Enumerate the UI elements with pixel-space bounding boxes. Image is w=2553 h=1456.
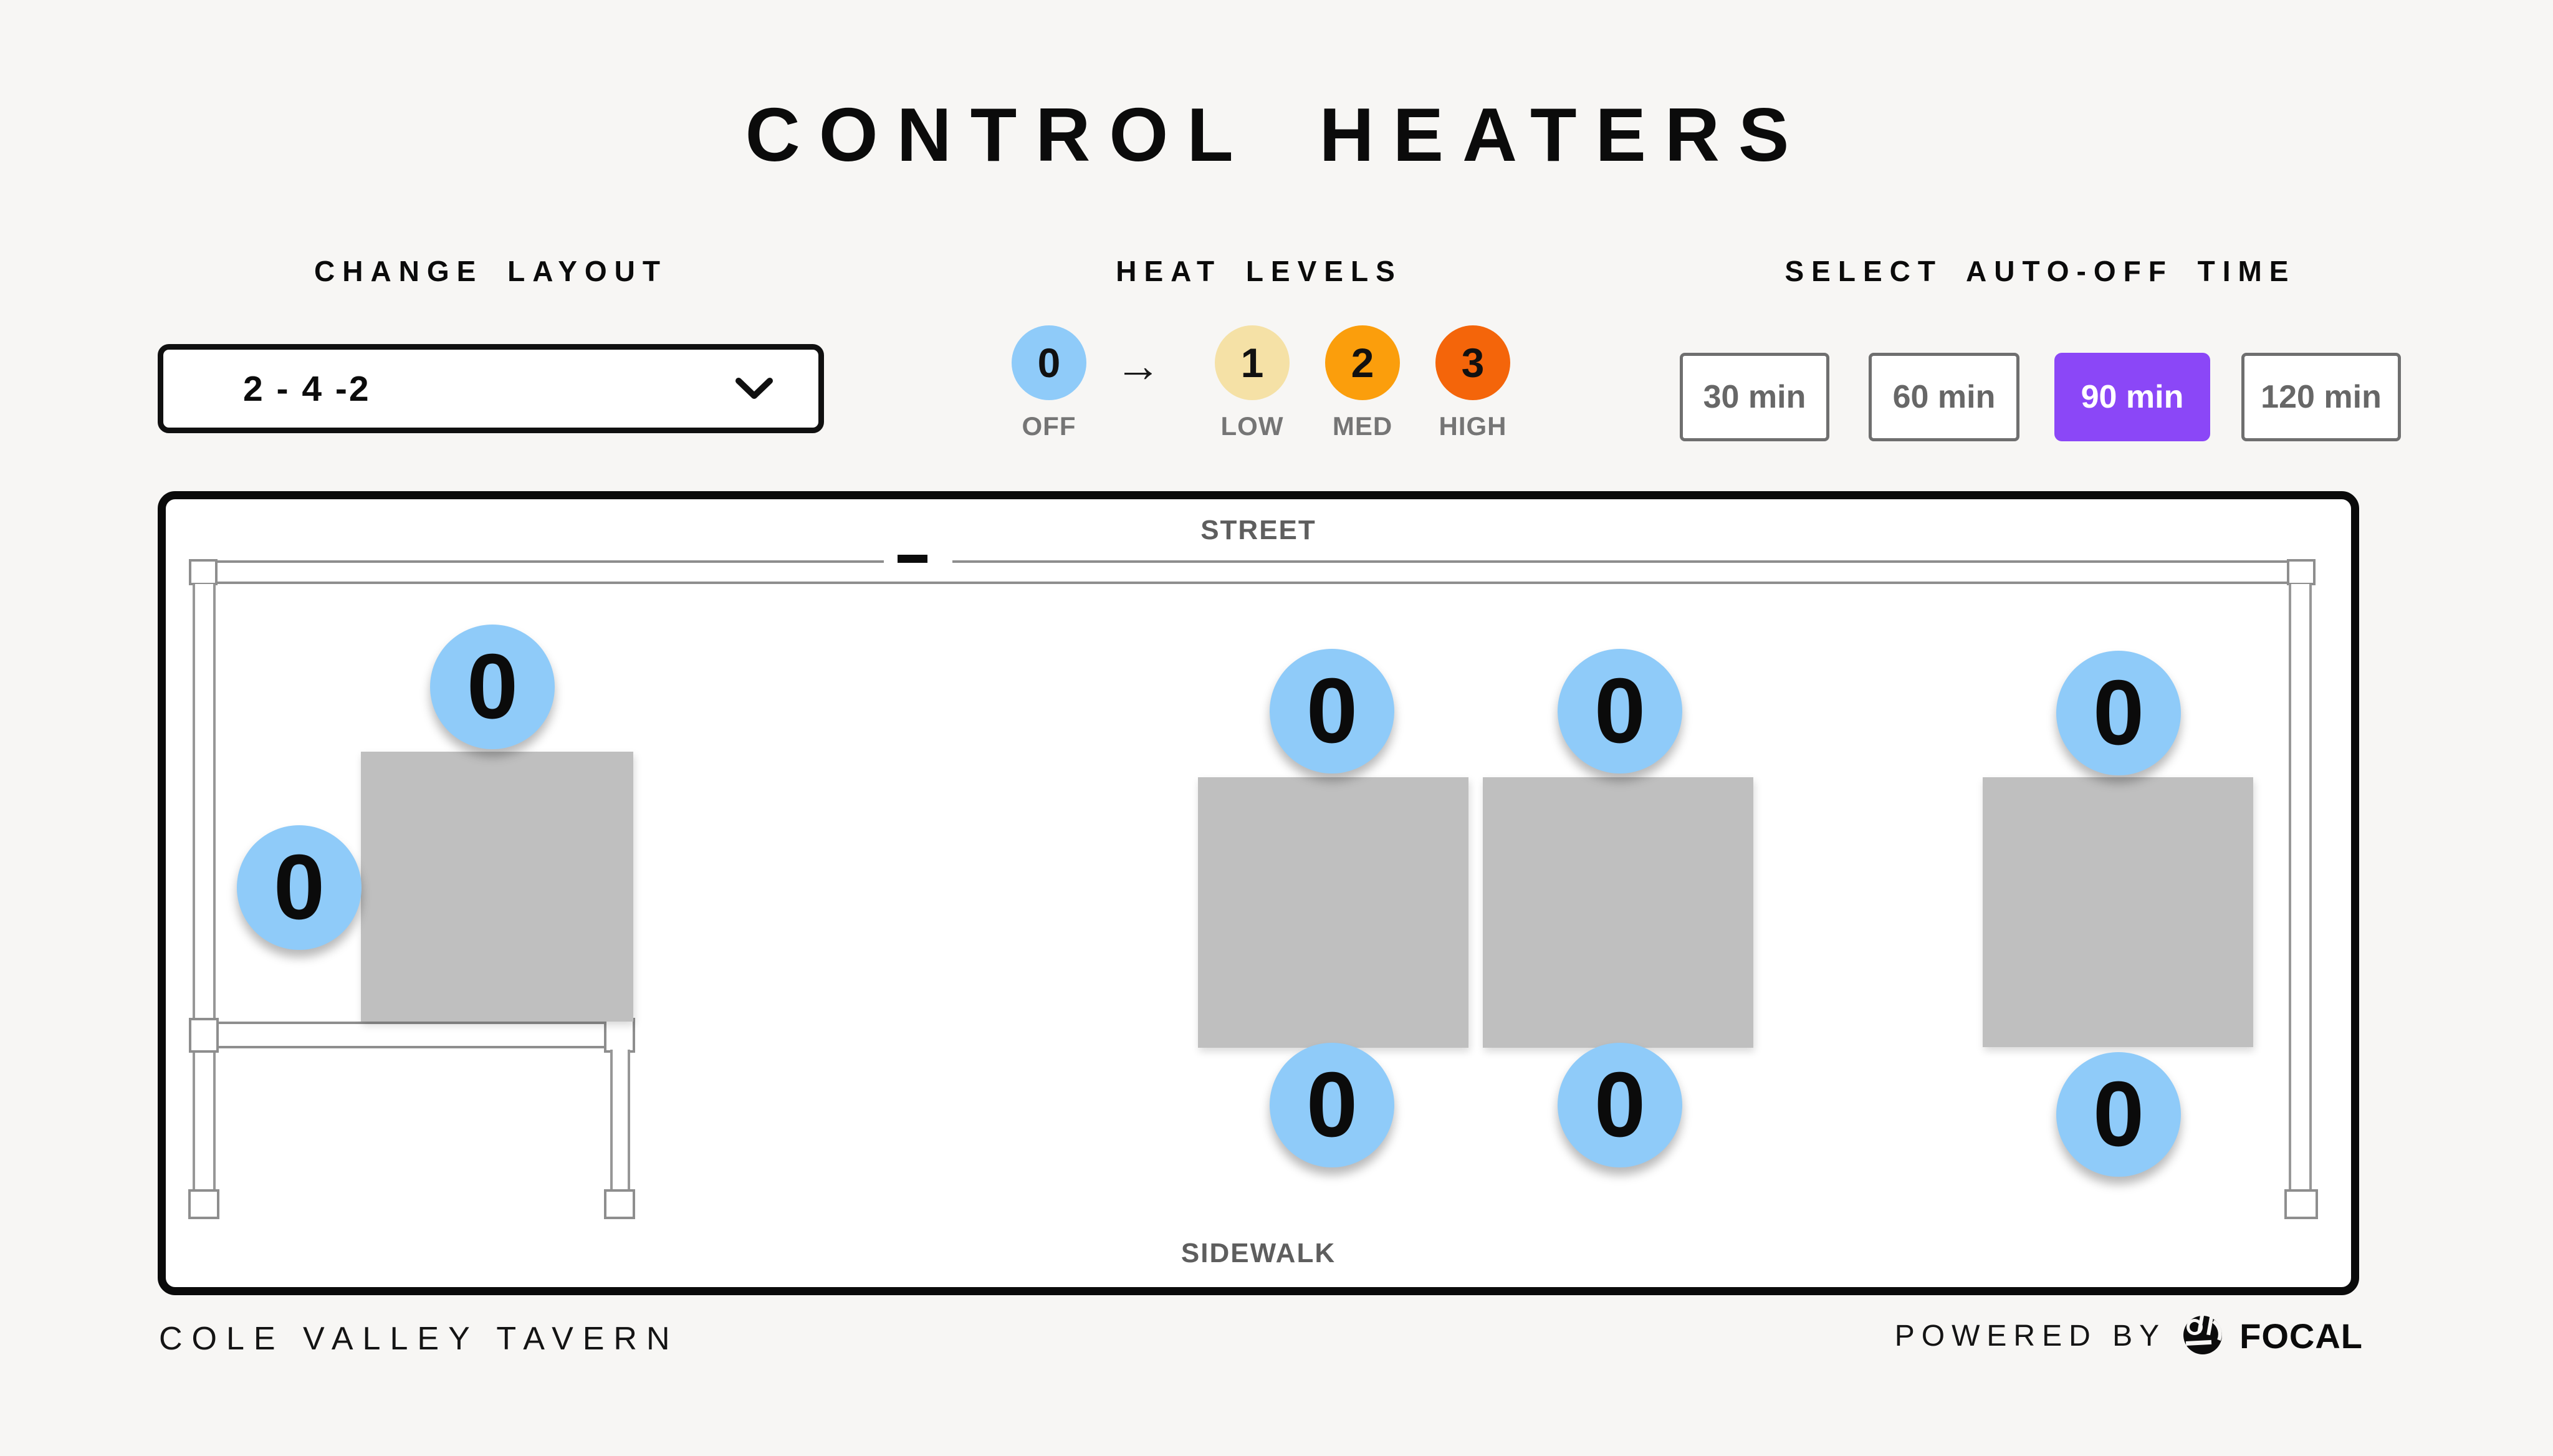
mid-rail-connector-right xyxy=(604,1018,635,1053)
patio-layout-board: STREET 0 0 0 0 0 0 0 0 SIDEWALK xyxy=(158,491,2359,1295)
layout-dropdown[interactable]: 2 - 4 -2 xyxy=(158,344,824,433)
table-2 xyxy=(1198,777,1468,1048)
heat-levels-heading: HEAT LEVELS xyxy=(1116,255,1402,287)
heat-level-off-label: OFF xyxy=(1022,411,1076,441)
rail-connector-top-left xyxy=(189,559,218,585)
heat-level-low-label: LOW xyxy=(1220,411,1284,441)
table-1 xyxy=(361,752,633,1022)
rail-door-marker xyxy=(898,555,927,563)
rail-connector-top-right xyxy=(2287,559,2316,585)
heat-level-med-badge: 2 xyxy=(1325,325,1400,400)
parklet-top-rail xyxy=(191,560,2312,584)
parklet-post-middle xyxy=(610,1050,630,1190)
heater-button-table-4-bottom[interactable]: 0 xyxy=(2056,1052,2181,1177)
auto-off-90min-button-selected[interactable]: 90 min xyxy=(2054,353,2210,441)
focal-brand-name: FOCAL xyxy=(2239,1316,2363,1356)
table-4 xyxy=(1983,777,2253,1047)
post-foot-left xyxy=(188,1189,219,1219)
heater-button-table-3-top[interactable]: 0 xyxy=(1558,649,1682,774)
heat-level-off-badge: 0 xyxy=(1012,325,1086,400)
page-title: CONTROL HEATERS xyxy=(745,92,1808,177)
heater-button-table-3-bottom[interactable]: 0 xyxy=(1558,1043,1682,1167)
parklet-mid-rail xyxy=(216,1022,605,1048)
heater-button-table-4-top[interactable]: 0 xyxy=(2056,651,2181,775)
auto-off-60min-button[interactable]: 60 min xyxy=(1869,353,2019,441)
parklet-post-right xyxy=(2289,584,2312,1190)
post-foot-middle xyxy=(604,1189,635,1219)
heat-level-med-label: MED xyxy=(1332,411,1393,441)
heat-level-low-badge: 1 xyxy=(1215,325,1290,400)
mid-rail-connector-left xyxy=(189,1018,219,1053)
sidewalk-label: SIDEWALK xyxy=(1181,1238,1336,1268)
layout-dropdown-value: 2 - 4 -2 xyxy=(243,368,371,409)
heat-level-high-label: HIGH xyxy=(1439,411,1507,441)
parklet-post-left xyxy=(193,584,216,1190)
venue-name: COLE VALLEY TAVERN xyxy=(159,1321,679,1357)
heater-button-table-2-bottom[interactable]: 0 xyxy=(1270,1043,1394,1167)
powered-by-block: POWERED BY FOCAL xyxy=(1894,1312,2363,1358)
heat-level-high-badge: 3 xyxy=(1435,325,1510,400)
table-3 xyxy=(1483,777,1753,1048)
heater-button-table-1-left[interactable]: 0 xyxy=(237,825,362,950)
auto-off-120min-button[interactable]: 120 min xyxy=(2241,353,2401,441)
street-label: STREET xyxy=(1200,515,1316,545)
change-layout-heading: CHANGE LAYOUT xyxy=(314,255,668,287)
post-foot-right xyxy=(2284,1189,2318,1219)
heater-button-table-1-top[interactable]: 0 xyxy=(430,625,555,749)
focal-logo-icon xyxy=(2182,1312,2223,1358)
arrow-right-icon: → xyxy=(1115,339,1161,391)
auto-off-heading: SELECT AUTO-OFF TIME xyxy=(1784,255,2296,287)
heater-button-table-2-top[interactable]: 0 xyxy=(1270,649,1394,774)
powered-by-label: POWERED BY xyxy=(1894,1320,2167,1353)
auto-off-30min-button[interactable]: 30 min xyxy=(1680,353,1829,441)
chevron-down-icon xyxy=(735,377,774,401)
